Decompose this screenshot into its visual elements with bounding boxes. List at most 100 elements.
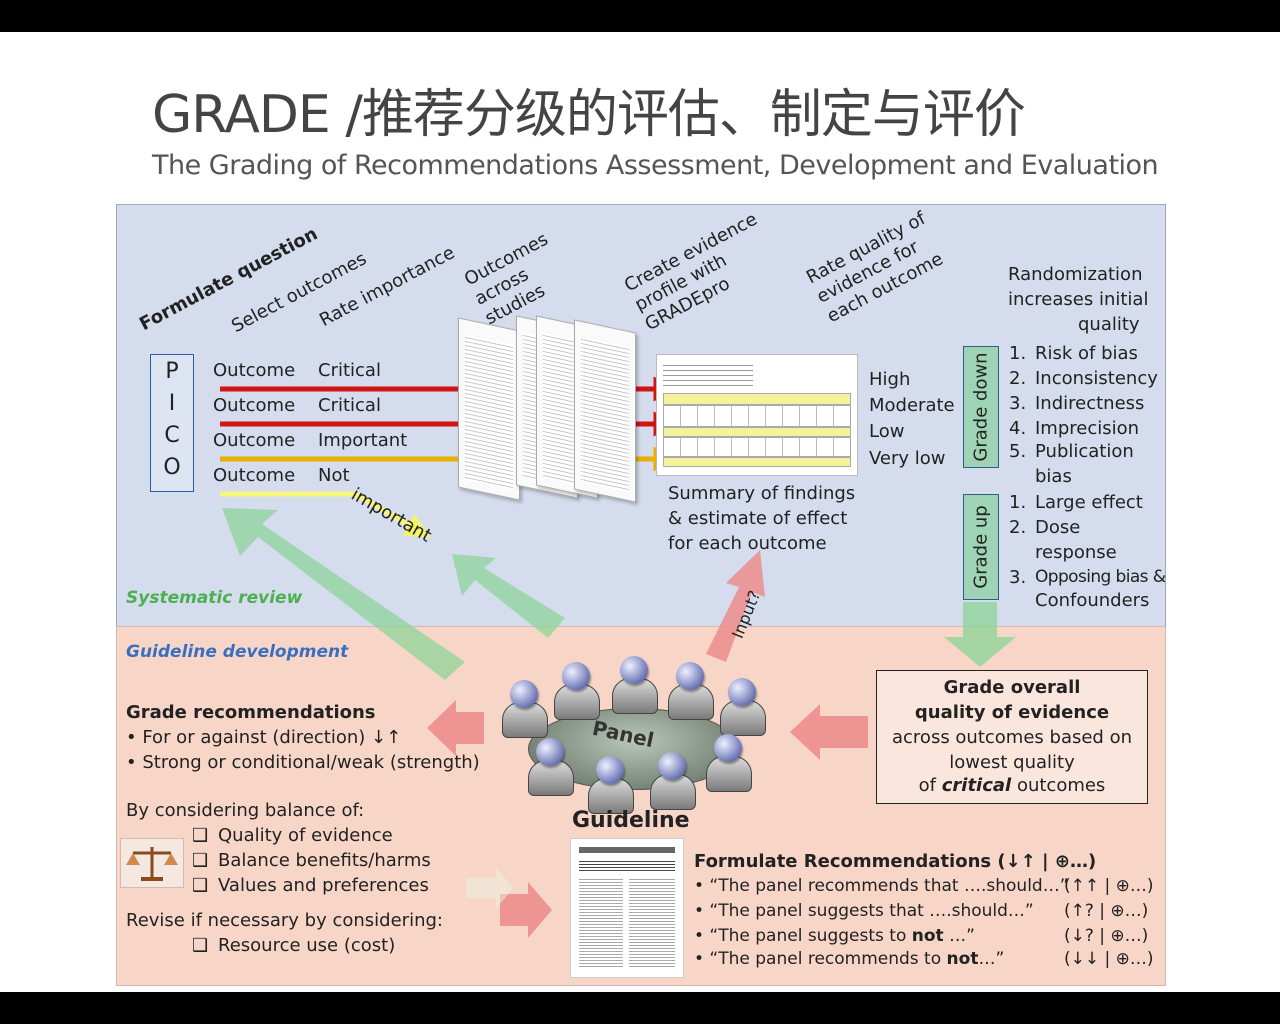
pink-arrow-to-guideline-doc — [500, 882, 552, 938]
evidence-profile-table — [656, 354, 858, 476]
study-document — [458, 317, 520, 501]
formulate-text: • “The panel recommends to — [694, 949, 947, 969]
quality-very-low: Very low — [869, 448, 946, 469]
list-number: 4. — [1009, 418, 1027, 439]
outcome-label: Outcome — [213, 360, 296, 381]
green-arrow-outcomes — [222, 508, 465, 680]
randomization-line: quality — [1078, 314, 1140, 335]
list-number: 1. — [1009, 492, 1027, 513]
grade-down-item: Indirectness — [1035, 393, 1145, 414]
grade-down-item: Imprecision — [1035, 418, 1140, 439]
panel-member-icon — [588, 756, 634, 814]
overall-line: of critical outcomes — [877, 775, 1147, 796]
panel-graphic: Panel — [502, 656, 770, 814]
outcome-label: Outcome — [213, 465, 296, 486]
summary-line: & estimate of effect — [668, 508, 848, 529]
checkbox-icon: ❑ — [192, 850, 209, 871]
revise-item: Resource use (cost) — [218, 935, 396, 956]
pink-arrow-input — [706, 550, 765, 662]
grade-recommendations-bullet: • For or against (direction) ↓↑ — [126, 727, 402, 748]
study-document — [574, 319, 636, 503]
randomization-line: increases initial — [1008, 289, 1149, 310]
outcome-label: Outcome — [213, 430, 296, 451]
balance-item: Balance benefits/harms — [218, 850, 431, 871]
summary-line: Summary of findings — [668, 483, 856, 504]
list-number: 1. — [1009, 343, 1027, 364]
panel-member-icon — [706, 734, 752, 792]
outcome-label: Outcome — [213, 395, 296, 416]
outcome-importance: Critical — [318, 395, 381, 416]
overall-quality-box: Grade overall quality of evidence across… — [876, 670, 1148, 804]
overall-line: quality of evidence — [914, 702, 1110, 723]
pico-i: I — [168, 391, 176, 416]
quality-high: High — [869, 369, 911, 390]
grade-up-label: Grade up — [970, 505, 992, 589]
pico-box: P I C O — [150, 354, 194, 492]
grade-down-item: Risk of bias — [1035, 343, 1138, 364]
arrows-layer — [220, 376, 1016, 938]
checkbox-icon: ❑ — [192, 875, 209, 896]
quality-low: Low — [869, 421, 905, 442]
panel-member-icon — [668, 662, 714, 720]
formulate-row: • “The panel suggests to not …” — [694, 926, 975, 946]
list-number: 3. — [1009, 393, 1027, 414]
list-number: 3. — [1009, 567, 1027, 588]
page-title: GRADE /推荐分级的评估、制定与评价 — [152, 85, 1026, 145]
balance-item: Values and preferences — [218, 875, 429, 896]
balance-item: Quality of evidence — [218, 825, 393, 846]
formulate-text: • “The panel suggests to — [694, 926, 912, 946]
scales-icon — [120, 838, 184, 888]
formulate-code: (↓? | ⊕…) — [1064, 926, 1149, 946]
checkbox-icon: ❑ — [192, 935, 209, 956]
formulate-row: • “The panel recommends that ….should…” — [694, 876, 1069, 896]
list-number: 5. — [1009, 441, 1027, 462]
revise-title: Revise if necessary by considering: — [126, 910, 443, 931]
overall-text: of — [918, 775, 942, 796]
slide: GRADE /推荐分级的评估、制定与评价 The Grading of Reco… — [0, 32, 1280, 992]
list-number: 2. — [1009, 517, 1027, 538]
outcome-importance: Important — [318, 430, 408, 451]
panel-member-icon — [612, 656, 658, 714]
pink-arrow-overall-to-panel — [790, 704, 868, 760]
formulate-text: …” — [978, 949, 1005, 969]
panel-member-icon — [650, 752, 696, 810]
list-number: 2. — [1009, 368, 1027, 389]
formulate-text: • “The panel suggests that ….should…” — [694, 901, 1034, 921]
pico-o: O — [163, 455, 181, 480]
guideline-development-label: Guideline development — [126, 642, 349, 662]
pico-p: P — [165, 359, 179, 384]
grade-up-item: response — [1035, 542, 1117, 563]
grade-down-item: bias — [1035, 466, 1072, 487]
green-arrow-down — [944, 602, 1016, 667]
guideline-document — [570, 838, 684, 978]
formulate-bold: not — [946, 949, 979, 969]
panel-member-icon — [502, 680, 548, 738]
checkbox-icon: ❑ — [192, 825, 209, 846]
grade-recommendations-title: Grade recommendations — [126, 702, 376, 723]
panel-member-icon — [554, 662, 600, 720]
not-important-arrow — [220, 491, 431, 539]
grade-up-item: Dose — [1035, 517, 1081, 538]
overall-text: outcomes — [1011, 775, 1106, 796]
panel-member-icon — [720, 678, 766, 736]
overall-line: Grade overall — [943, 677, 1081, 698]
grade-down-bar: Grade down — [963, 346, 999, 468]
systematic-review-label: Systematic review — [126, 588, 303, 608]
grade-up-item: Confounders — [1035, 590, 1150, 611]
grade-up-item: Large effect — [1035, 492, 1143, 513]
formulate-bold: not — [911, 926, 944, 946]
grade-down-item: Inconsistency — [1035, 368, 1158, 389]
quality-moderate: Moderate — [869, 395, 955, 416]
overall-line: across outcomes based on — [892, 727, 1132, 748]
formulate-title: Formulate Recommendations (↓↑ | ⊕…) — [694, 851, 1097, 872]
outcome-importance: Critical — [318, 360, 381, 381]
grade-down-label: Grade down — [970, 352, 992, 462]
overall-emph: critical — [941, 775, 1012, 796]
grade-up-item: Opposing bias & — [1035, 567, 1166, 587]
page-subtitle: The Grading of Recommendations Assessmen… — [152, 150, 1159, 181]
grade-recommendations-bullet: • Strong or conditional/weak (strength) — [126, 752, 480, 773]
summary-line: for each outcome — [668, 533, 827, 554]
formulate-row: • “The panel suggests that ….should…” — [694, 901, 1034, 921]
panel-member-icon — [528, 738, 574, 796]
formulate-code: (↓↓ | ⊕…) — [1064, 949, 1154, 969]
